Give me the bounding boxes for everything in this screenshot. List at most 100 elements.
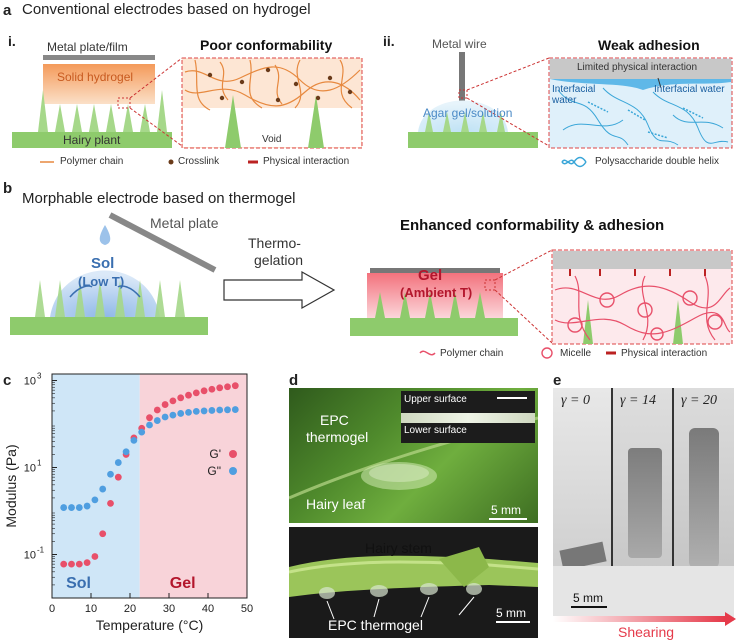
scale-bar-2-label: 5 mm xyxy=(496,606,526,620)
g-prime-point xyxy=(216,384,224,392)
gamma-14-label: γ = 14 xyxy=(620,393,656,408)
g-double-prime-point xyxy=(130,437,138,444)
g-prime-point xyxy=(107,499,114,507)
g-prime-point xyxy=(224,383,231,391)
g-prime-point xyxy=(177,394,185,402)
g-prime-point xyxy=(99,530,107,538)
void-label: Void xyxy=(262,134,282,145)
legend-polymer-chain-b: Polymer chain xyxy=(440,348,504,359)
weak-adhesion-title: Weak adhesion xyxy=(598,37,700,53)
g-double-prime-point xyxy=(169,411,177,419)
g-double-prime-point xyxy=(177,410,185,417)
g-double-prime-point xyxy=(83,502,91,510)
interfacial-water-right: Interfacial water xyxy=(654,84,725,95)
x-tick-label: 40 xyxy=(202,603,214,615)
panel-b-schematic-right xyxy=(350,249,733,345)
g-double-prime-point xyxy=(91,496,99,504)
x-axis-label: Temperature (°C) xyxy=(96,617,204,633)
metal-plate-label: Metal plate xyxy=(150,215,219,231)
g-prime-point xyxy=(75,560,83,568)
g-double-prime-point xyxy=(200,407,208,415)
g-double-prime-point xyxy=(107,470,114,478)
x-tick-label: 50 xyxy=(241,603,253,615)
panel-a-letter: a xyxy=(3,2,12,19)
g-prime-point xyxy=(192,389,200,397)
g-prime-point xyxy=(200,387,208,395)
g-double-prime-point xyxy=(153,417,161,424)
g-prime-point xyxy=(83,559,91,567)
y-tick-label: 10 xyxy=(24,376,36,388)
g-prime-point xyxy=(91,553,99,560)
metal-wire-label: Metal wire xyxy=(432,37,487,51)
g-double-prime-point xyxy=(231,406,239,413)
panel-b-title: Morphable electrode based on thermogel xyxy=(22,190,296,207)
scale-bar-2 xyxy=(496,621,530,623)
double-helix-icon xyxy=(561,156,587,168)
g-double-prime-point xyxy=(99,485,107,493)
scale-e-bar xyxy=(571,606,607,608)
g-double-prime-point xyxy=(216,406,224,414)
upper-surface-label: Upper surface xyxy=(404,394,467,405)
gamma-0-label: γ = 0 xyxy=(561,393,590,408)
gel-label-b: Gel xyxy=(418,267,443,284)
panel-b-schematic-left xyxy=(10,212,217,335)
region-label-gel: Gel xyxy=(170,575,196,592)
panel-a-i-schematic xyxy=(12,55,363,149)
epc-label-2: thermogel xyxy=(306,429,369,445)
scale-bar-1 xyxy=(489,518,527,520)
x-tick-label: 20 xyxy=(124,603,136,615)
legend-crosslink-a: Crosslink xyxy=(178,156,220,167)
g-double-prime-point xyxy=(114,459,122,466)
legend-physical-b: Physical interaction xyxy=(621,348,708,359)
g-prime-point xyxy=(185,391,192,399)
shearing-label: Shearing xyxy=(618,624,675,640)
y-tick-exponent: 1 xyxy=(37,459,42,468)
panel-a-title: Conventional electrodes based on hydroge… xyxy=(22,1,311,18)
panel-b-legend-marks xyxy=(419,347,616,359)
panel-e-letter: e xyxy=(553,372,562,389)
panel-a-i-legend-marks xyxy=(40,159,258,165)
region-label-sol: Sol xyxy=(66,575,91,592)
g-double-prime-point xyxy=(122,448,130,456)
g-prime-point xyxy=(60,560,68,568)
hairy-leaf-label: Hairy leaf xyxy=(306,496,366,512)
poor-conformability-title: Poor conformability xyxy=(200,37,333,53)
shearing-photo xyxy=(553,388,734,621)
g-double-prime-point xyxy=(185,408,192,416)
lower-surface-label: Lower surface xyxy=(404,425,467,436)
scale-bar-1-label: 5 mm xyxy=(491,503,521,517)
g-prime-point xyxy=(208,385,216,393)
solid-hydrogel-label: Solid hydrogel xyxy=(57,70,134,84)
hairy-stem-label: Hairy stem xyxy=(365,540,432,556)
limited-interaction-label: Limited physical interaction xyxy=(577,62,698,73)
legend-double-helix: Polysaccharide double helix xyxy=(595,156,719,167)
x-tick-label: 0 xyxy=(49,603,55,615)
agar-label: Agar gel/solution xyxy=(423,106,513,120)
g-double-prime-point xyxy=(224,406,231,414)
region-sol xyxy=(52,374,140,598)
x-tick-label: 30 xyxy=(163,603,175,615)
g-double-prime-point xyxy=(75,504,83,511)
g-double-prime-point xyxy=(60,504,68,511)
g-double-prime-point xyxy=(161,413,169,421)
g-double-prime-point xyxy=(68,504,75,511)
g-double-prime-point xyxy=(138,428,146,436)
thermo-label-1: Thermo- xyxy=(248,235,301,251)
gamma-20-label: γ = 20 xyxy=(681,393,717,408)
legend-physical-a: Physical interaction xyxy=(263,156,350,167)
ambient-t-label: (Ambient T) xyxy=(400,285,473,300)
legend-label: G' xyxy=(209,447,221,461)
hairy-plant-label: Hairy plant xyxy=(63,133,121,147)
low-t-label: (Low T) xyxy=(78,274,125,289)
y-tick-label: 10 xyxy=(24,463,36,475)
legend-marker xyxy=(229,450,237,458)
shearing-arrow xyxy=(553,612,736,626)
g-prime-point xyxy=(146,414,153,422)
legend-label: G" xyxy=(207,464,221,478)
hairy-leaf-photo xyxy=(289,388,538,523)
panel-b-letter: b xyxy=(3,180,13,197)
legend-marker xyxy=(229,467,237,475)
g-prime-point xyxy=(169,397,177,405)
metal-plate-film-label: Metal plate/film xyxy=(47,40,128,54)
thermogelation-arrow xyxy=(223,270,336,310)
